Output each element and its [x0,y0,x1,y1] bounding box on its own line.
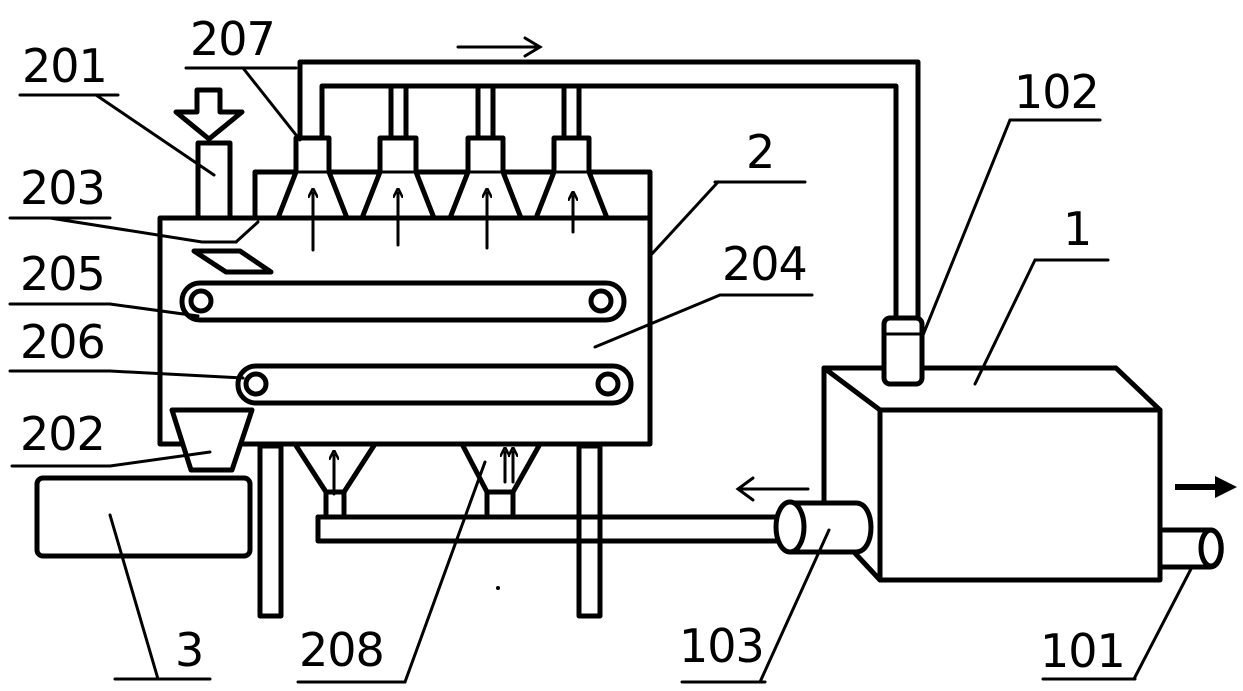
label-203: 203 [20,161,105,215]
label-2: 2 [746,125,774,179]
feed-inlet [173,87,245,221]
support-legs [257,443,603,619]
label-201: 201 [22,39,107,93]
hot-air-pipe [315,514,785,544]
deflector-plate [191,248,274,275]
collection-box [34,475,253,559]
label-102: 102 [1014,65,1099,119]
conveyor-205 [179,280,627,323]
flow-arrow-right [1175,476,1237,498]
label-207: 207 [190,12,275,66]
dryer-body [157,215,653,447]
label-101: 101 [1040,624,1125,678]
heat-unit [821,365,1163,583]
dot-mark [496,586,500,590]
fan-outlet [773,499,874,555]
label-103: 103 [679,619,764,673]
top-nozzle [881,315,925,387]
label-204: 204 [722,237,807,291]
hood-band [252,169,653,221]
label-1: 1 [1063,202,1091,256]
discharge-hopper [169,407,255,473]
bottom-inlet-hoods [292,441,543,517]
leader-lines [8,66,1194,684]
flow-arrow-left [735,476,810,502]
flow-arrow-top [456,36,543,58]
airflow-arrows-up [313,193,573,252]
label-3: 3 [175,623,203,677]
exhaust-duct [297,59,921,321]
exhaust-outlet [1157,527,1224,570]
label-206: 206 [20,315,105,369]
label-205: 205 [20,247,105,301]
conveyor-206 [235,363,634,406]
label-208: 208 [299,623,384,677]
label-202: 202 [20,407,105,461]
suction-hoods [275,135,610,221]
